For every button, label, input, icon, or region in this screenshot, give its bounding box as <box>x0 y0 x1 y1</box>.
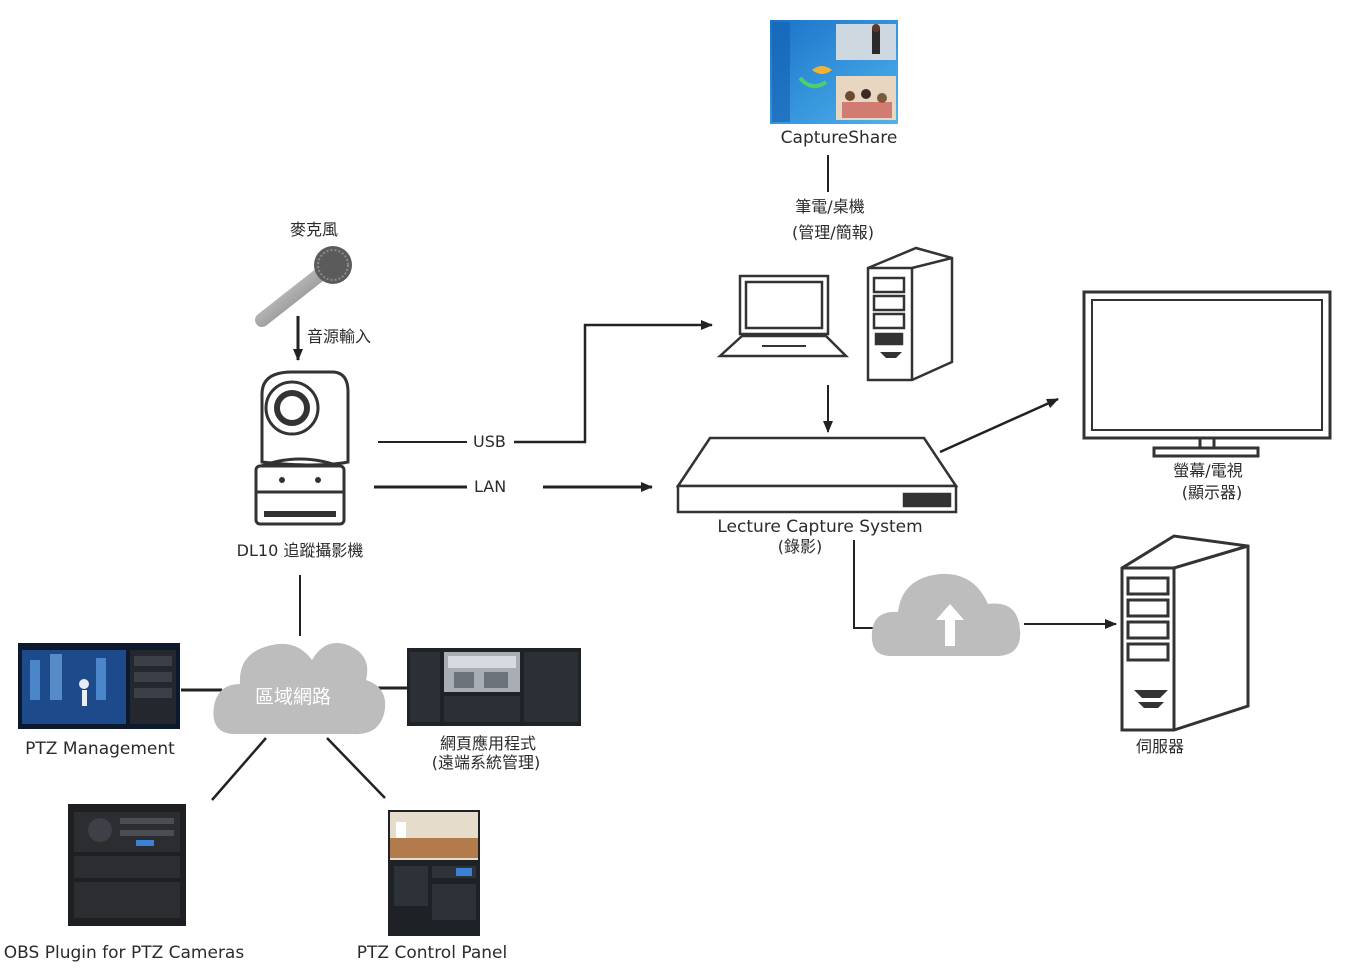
lan-label: LAN <box>474 477 507 496</box>
tracking-camera-icon <box>254 370 350 526</box>
server-label: 伺服器 <box>1135 737 1185 756</box>
lan-cloud-icon <box>213 643 386 735</box>
upload-cloud-icon <box>871 573 1021 656</box>
lan-cloud-label: 區域網路 <box>254 686 332 708</box>
web-app-sub-label: (遠端系統管理) <box>431 753 541 772</box>
captureshare-screenshot <box>770 20 898 124</box>
laptop-icon <box>716 274 850 358</box>
lecture-capture-label: Lecture Capture System <box>717 517 923 537</box>
monitor-icon <box>1082 290 1332 458</box>
microphone-label: 麥克風 <box>289 220 339 239</box>
server-icon <box>1120 534 1250 732</box>
lecture-capture-sub-label: (錄影) <box>777 537 823 556</box>
lecture-capture-device-icon <box>675 436 959 514</box>
pc-label: 筆電/桌機 <box>795 197 865 216</box>
microphone-icon <box>255 246 352 327</box>
edge-lan-control <box>326 737 386 799</box>
ptz-management-label: PTZ Management <box>25 739 175 759</box>
monitor-sub-label: (顯示器) <box>1181 483 1243 502</box>
captureshare-label: CaptureShare <box>780 128 898 148</box>
usb-label: USB <box>473 432 506 451</box>
edge-lecture-cloud <box>853 540 880 629</box>
pc-role-label: (管理/簡報) <box>792 223 874 242</box>
edge-usb-right <box>514 320 713 444</box>
monitor-label: 螢幕/電視 <box>1173 461 1243 480</box>
web-app-label: 網頁應用程式 <box>439 734 537 753</box>
ptz-management-screenshot <box>18 643 180 729</box>
camera-label: DL10 追蹤攝影機 <box>236 541 364 560</box>
desktop-tower-icon <box>866 246 954 382</box>
ptz-control-panel-label: PTZ Control Panel <box>356 943 508 963</box>
obs-plugin-label: OBS Plugin for PTZ Cameras <box>3 943 245 963</box>
edge-lecture-monitor <box>939 397 1059 454</box>
ptz-control-panel-screenshot <box>388 810 480 936</box>
web-app-screenshot <box>407 648 581 726</box>
edge-lan-obs <box>211 737 267 801</box>
audio-input-label: 音源輸入 <box>307 327 372 346</box>
obs-plugin-screenshot <box>68 804 186 926</box>
